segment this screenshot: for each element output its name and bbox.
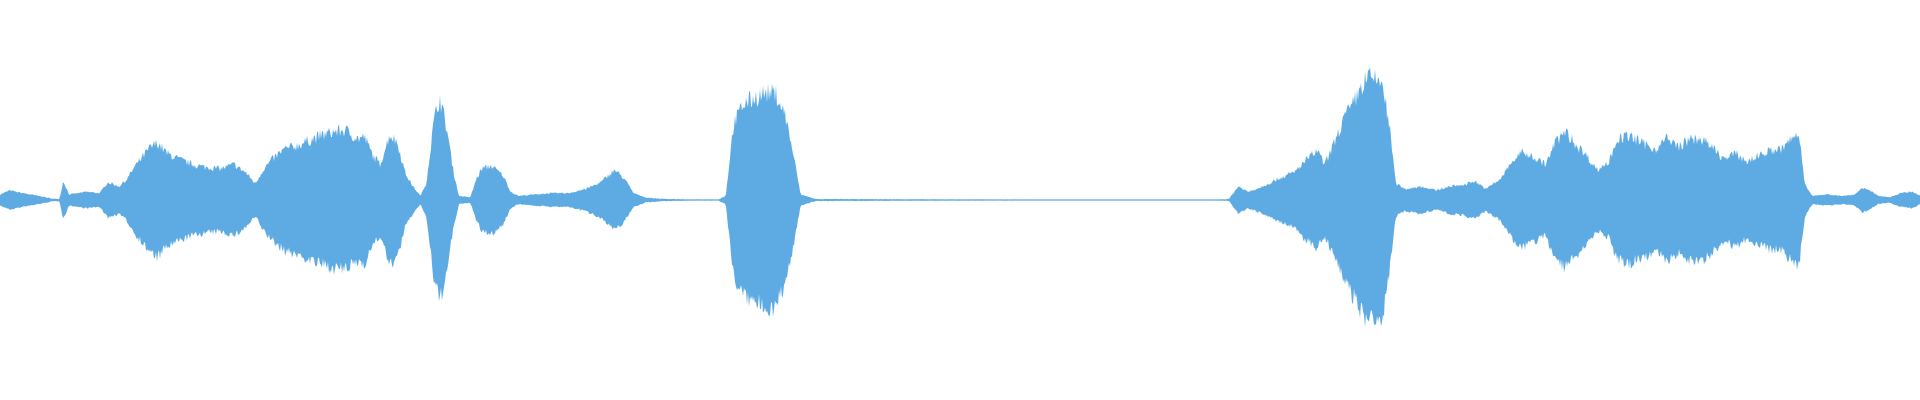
waveform-shape (0, 67, 1920, 328)
